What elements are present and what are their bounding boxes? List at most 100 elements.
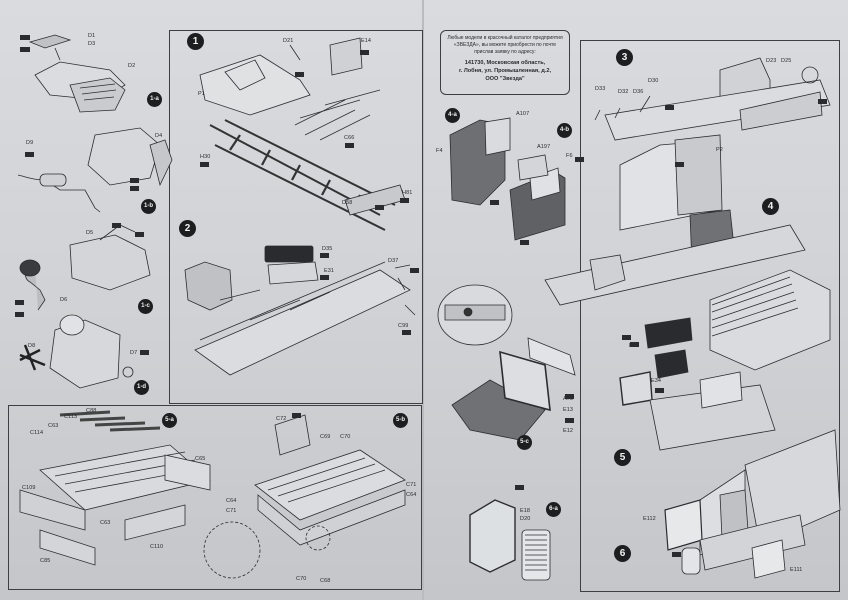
- page-fold: [422, 0, 424, 600]
- sprue-tags: [15, 35, 827, 557]
- part-label: C88: [86, 408, 97, 414]
- part-label: E14: [361, 38, 372, 44]
- part-label: F6: [566, 153, 573, 159]
- part-label: C68: [320, 578, 331, 584]
- part-label: D33: [595, 86, 606, 92]
- part-label: A107: [516, 111, 530, 117]
- cowl-panel-drawing: [451, 337, 576, 441]
- step-4-marker: 4: [762, 198, 779, 215]
- frame-chassis-drawing: [199, 37, 406, 231]
- substep-1d-marker: 1-d: [134, 380, 149, 395]
- substep-5b-marker: 5-b: [393, 413, 408, 428]
- part-label: F4: [436, 148, 443, 154]
- part-label: C113: [64, 414, 78, 420]
- part-label: C65: [195, 456, 206, 462]
- note-address-2: г. Лобня, ул. Промышленная, д.2,: [458, 68, 552, 74]
- part-label: D2: [128, 63, 136, 69]
- part-label: C63: [48, 423, 59, 429]
- part-label: D32: [618, 89, 629, 95]
- part-label: D21: [283, 38, 294, 44]
- part-label: C69: [320, 434, 331, 440]
- part-label: H30: [200, 154, 211, 160]
- part-label: C114: [30, 430, 44, 436]
- part-label: D6: [60, 297, 68, 303]
- part-label: D4: [155, 133, 163, 139]
- step-6-marker: 6: [614, 545, 631, 562]
- part-label: A197: [537, 144, 551, 150]
- part-label: C72: [276, 416, 287, 422]
- part-label: D20: [520, 516, 531, 522]
- substep-4b-marker: 4-b: [557, 123, 572, 138]
- note-line-2: «ЗВЕЗДА», вы можете приобрести по почте: [453, 42, 557, 48]
- step-3-6-frame: [580, 40, 840, 592]
- part-label: E31: [324, 268, 335, 274]
- part-label: C63: [100, 520, 111, 526]
- part-label: P1: [198, 91, 205, 97]
- part-label: E13: [563, 407, 574, 413]
- part-label: C64: [406, 492, 417, 498]
- part-label: D23: [766, 58, 777, 64]
- cargo-bed-left-drawing: [19, 410, 211, 566]
- part-label: D37: [388, 258, 399, 264]
- part-label: D7: [130, 350, 138, 356]
- step-5-frame: [8, 405, 422, 590]
- engine-exhaust-drawing: [17, 127, 173, 213]
- step-3-marker: 3: [616, 49, 633, 66]
- part-label: D25: [781, 58, 792, 64]
- substep-6a-marker: 6-a: [546, 502, 561, 517]
- part-label: A75: [563, 396, 574, 402]
- windshield-detail-drawing: [437, 284, 513, 346]
- part-label: C70: [340, 434, 351, 440]
- part-label: C85: [40, 558, 51, 564]
- note-address-3: ООО "Звезда": [485, 76, 525, 82]
- step-2-marker: 2: [179, 220, 196, 237]
- part-label: C109: [22, 485, 36, 491]
- part-label: E12: [563, 428, 574, 434]
- truck-assembly-drawing: [664, 429, 841, 579]
- part-label: D9: [26, 140, 34, 146]
- part-label: E34: [651, 378, 662, 384]
- engine-block-drawing: [28, 34, 126, 113]
- part-label: D35: [322, 246, 333, 252]
- substep-4a-marker: 4-a: [445, 108, 460, 123]
- engine-fan-drawing: [19, 224, 151, 311]
- part-label: D5: [86, 230, 94, 236]
- part-label: E112: [643, 516, 656, 522]
- part-label: E18: [520, 508, 531, 514]
- step-1-2-frame: [169, 30, 423, 404]
- part-label: C110: [150, 544, 164, 550]
- step-5-marker: 5: [614, 449, 631, 466]
- steering-cab-drawing: [594, 57, 831, 141]
- substep-1c-marker: 1-c: [138, 299, 153, 314]
- substep-5c-marker: 5-c: [517, 435, 532, 450]
- substep-1b-marker: 1-b: [141, 199, 156, 214]
- engine-final-drawing: [19, 314, 134, 389]
- part-label: D36: [633, 89, 644, 95]
- cab-doors-drawing: [449, 117, 566, 241]
- address-note: Любые модели в красочный каталог предпри…: [440, 30, 570, 95]
- cargo-bed-bottom-drawing: [203, 414, 406, 579]
- part-label: C71: [226, 508, 237, 514]
- note-address-1: 141730, Московская область,: [464, 60, 546, 66]
- part-label: F5: [629, 343, 636, 349]
- part-label: D3: [88, 41, 96, 47]
- part-label: D8: [28, 343, 36, 349]
- note-line-3: прислав заявку по адресу:: [474, 49, 536, 55]
- substep-5a-marker: 5-a: [162, 413, 177, 428]
- part-label: D58: [342, 200, 353, 206]
- part-label: C71: [406, 482, 417, 488]
- rear-window-grille-drawing: [469, 499, 551, 581]
- part-label: C66: [344, 135, 355, 141]
- cargo-bed-right-drawing: [619, 269, 831, 451]
- part-label: D30: [648, 78, 659, 84]
- note-line-1: Любые модели в красочный каталог предпри…: [447, 35, 563, 41]
- part-label: H81: [402, 190, 413, 196]
- part-label: D1: [88, 33, 96, 39]
- chassis-engine-drawing: [184, 245, 416, 376]
- step-1-marker: 1: [187, 33, 204, 50]
- cab-assembly-drawing: [544, 134, 806, 306]
- part-label: C64: [226, 498, 237, 504]
- substep-1a-marker: 1-a: [147, 92, 162, 107]
